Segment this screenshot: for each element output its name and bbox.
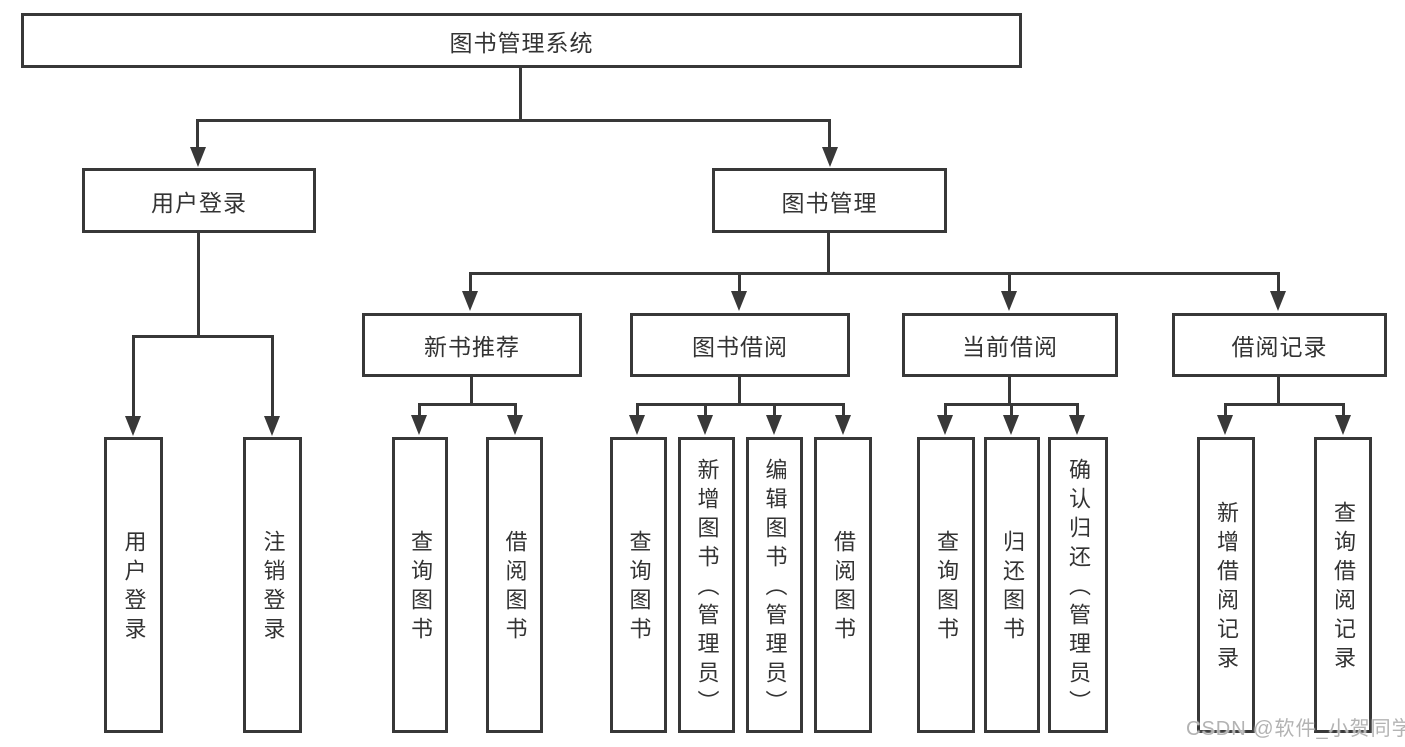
- connector-line: [1224, 403, 1227, 417]
- node-label: 借阅图书: [831, 530, 856, 646]
- arrow-down-icon: [190, 147, 206, 167]
- leaf-return-books: 归还图书: [984, 437, 1040, 733]
- connector-line: [704, 403, 707, 417]
- arrow-down-icon: [507, 415, 523, 435]
- node-label: 图书管理系统: [449, 29, 594, 56]
- arrow-down-icon: [1335, 415, 1351, 435]
- connector-line: [418, 403, 517, 406]
- connector-line: [1342, 403, 1345, 417]
- connector-line: [132, 335, 274, 338]
- node-label: 查询借阅记录: [1331, 501, 1356, 675]
- leaf-user-login: 用户登录: [104, 437, 163, 733]
- connector-line: [738, 272, 741, 292]
- node-label: 查询图书: [934, 530, 959, 646]
- arrow-down-icon: [731, 291, 747, 311]
- node-book-borrowing: 图书借阅: [630, 313, 850, 377]
- node-label: 新书推荐: [424, 334, 520, 360]
- leaf-query-books-recommend: 查询图书: [392, 437, 448, 733]
- node-user-login: 用户登录: [82, 168, 316, 233]
- connector-line: [1277, 377, 1280, 406]
- connector-line: [1008, 377, 1011, 406]
- connector-line: [514, 403, 517, 417]
- node-book-management: 图书管理: [712, 168, 947, 233]
- leaf-query-books-borrow: 查询图书: [610, 437, 667, 733]
- csdn-watermark: CSDN @软件_小贺同学: [1186, 718, 1405, 740]
- leaf-query-borrow-record: 查询借阅记录: [1314, 437, 1372, 733]
- connector-line: [773, 403, 776, 417]
- leaf-query-books-current: 查询图书: [917, 437, 975, 733]
- leaf-add-borrow-record: 新增借阅记录: [1197, 437, 1255, 733]
- arrow-down-icon: [1003, 415, 1019, 435]
- arrow-down-icon: [822, 147, 838, 167]
- connector-line: [842, 403, 845, 417]
- connector-line: [196, 119, 831, 122]
- node-label: 归还图书: [1000, 530, 1025, 646]
- arrow-down-icon: [937, 415, 953, 435]
- leaf-logout: 注销登录: [243, 437, 302, 733]
- connector-line: [418, 403, 421, 417]
- leaf-add-books-admin: 新增图书（管理员）: [678, 437, 735, 733]
- arrow-down-icon: [697, 415, 713, 435]
- connector-line: [519, 68, 522, 119]
- connector-line: [469, 272, 472, 292]
- connector-line: [636, 403, 844, 406]
- arrow-down-icon: [411, 415, 427, 435]
- node-label: 新增图书（管理员）: [694, 457, 720, 719]
- connector-line: [738, 377, 741, 406]
- arrow-down-icon: [1001, 291, 1017, 311]
- arrow-down-icon: [125, 416, 141, 436]
- arrow-down-icon: [1217, 415, 1233, 435]
- connector-line: [196, 119, 199, 149]
- node-label: 新增借阅记录: [1214, 501, 1239, 675]
- arrow-down-icon: [1069, 415, 1085, 435]
- node-label: 查询图书: [408, 530, 433, 646]
- connector-line: [271, 335, 274, 417]
- connector-line: [469, 272, 1280, 275]
- leaf-confirm-return-admin: 确认归还（管理员）: [1048, 437, 1108, 733]
- arrow-down-icon: [264, 416, 280, 436]
- node-label: 图书管理: [781, 189, 878, 216]
- node-label: 用户登录: [151, 189, 247, 216]
- connector-line: [944, 403, 947, 417]
- node-label: 编辑图书（管理员）: [762, 457, 788, 719]
- arrow-down-icon: [1270, 291, 1286, 311]
- connector-line: [1008, 272, 1011, 292]
- node-label: 借阅图书: [502, 530, 528, 646]
- arrow-down-icon: [462, 291, 478, 311]
- leaf-borrow-books-recommend: 借阅图书: [486, 437, 543, 733]
- arrow-down-icon: [629, 415, 645, 435]
- connector-line: [1076, 403, 1079, 417]
- arrow-down-icon: [766, 415, 782, 435]
- node-label: 注销登录: [260, 530, 286, 646]
- node-label: 当前借阅: [962, 334, 1058, 360]
- connector-line: [132, 335, 135, 417]
- node-label: 图书借阅: [692, 334, 788, 360]
- leaf-edit-books-admin: 编辑图书（管理员）: [746, 437, 803, 733]
- connector-line: [197, 233, 200, 335]
- node-library-management-system: 图书管理系统: [21, 13, 1022, 68]
- connector-line: [1277, 272, 1280, 292]
- arrow-down-icon: [835, 415, 851, 435]
- node-label: 借阅记录: [1231, 334, 1328, 360]
- connector-line: [828, 119, 831, 149]
- node-borrowing-records: 借阅记录: [1172, 313, 1387, 377]
- connector-line: [636, 403, 639, 417]
- node-label: 查询图书: [626, 530, 652, 646]
- node-label: 确认归还（管理员）: [1066, 457, 1091, 719]
- connector-line: [470, 377, 473, 406]
- connector-line: [1010, 403, 1013, 417]
- connector-line: [1224, 403, 1344, 406]
- connector-line: [827, 233, 830, 272]
- node-new-book-recommend: 新书推荐: [362, 313, 582, 377]
- node-label: 用户登录: [121, 530, 147, 646]
- node-current-borrowing: 当前借阅: [902, 313, 1118, 377]
- leaf-borrow-books: 借阅图书: [814, 437, 872, 733]
